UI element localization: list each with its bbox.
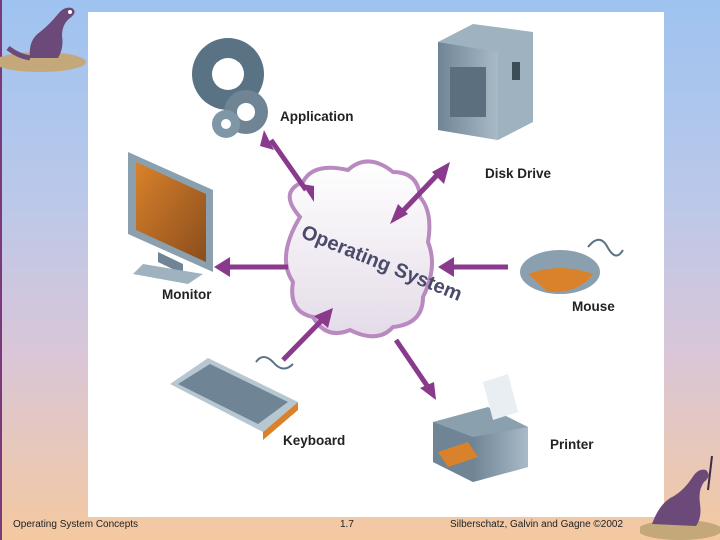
arrow-os-printer: [393, 338, 436, 400]
arrow-application-os: [260, 130, 314, 202]
arrow-disk-os: [390, 162, 450, 224]
operating-system-cloud: [283, 159, 434, 339]
label-monitor: Monitor: [162, 287, 212, 302]
label-mouse: Mouse: [572, 299, 615, 314]
arrow-keyboard-os: [281, 308, 333, 362]
footer-right: Silberschatz, Galvin and Gagne ©2002: [450, 519, 624, 530]
label-disk-drive: Disk Drive: [485, 166, 552, 181]
arrow-mouse-os: [438, 257, 508, 277]
left-rule: [0, 0, 2, 540]
keyboard-icon: [170, 356, 298, 440]
label-application: Application: [280, 109, 354, 124]
monitor-icon: [128, 152, 213, 284]
printer-icon: [433, 374, 528, 482]
footer-left: Operating System Concepts: [13, 519, 139, 530]
disk-drive-icon: [438, 24, 533, 140]
arrow-os-monitor: [214, 257, 288, 277]
mouse-icon: [520, 238, 624, 294]
label-printer: Printer: [550, 437, 594, 452]
dinosaur-decoration-bottom-right: [640, 455, 720, 540]
dinosaur-decoration-top-left: [0, 7, 86, 72]
gears-icon: [192, 38, 268, 138]
footer-page-number: 1.7: [340, 519, 354, 530]
os-diagram: Operating System: [128, 24, 624, 482]
label-keyboard: Keyboard: [283, 433, 346, 448]
